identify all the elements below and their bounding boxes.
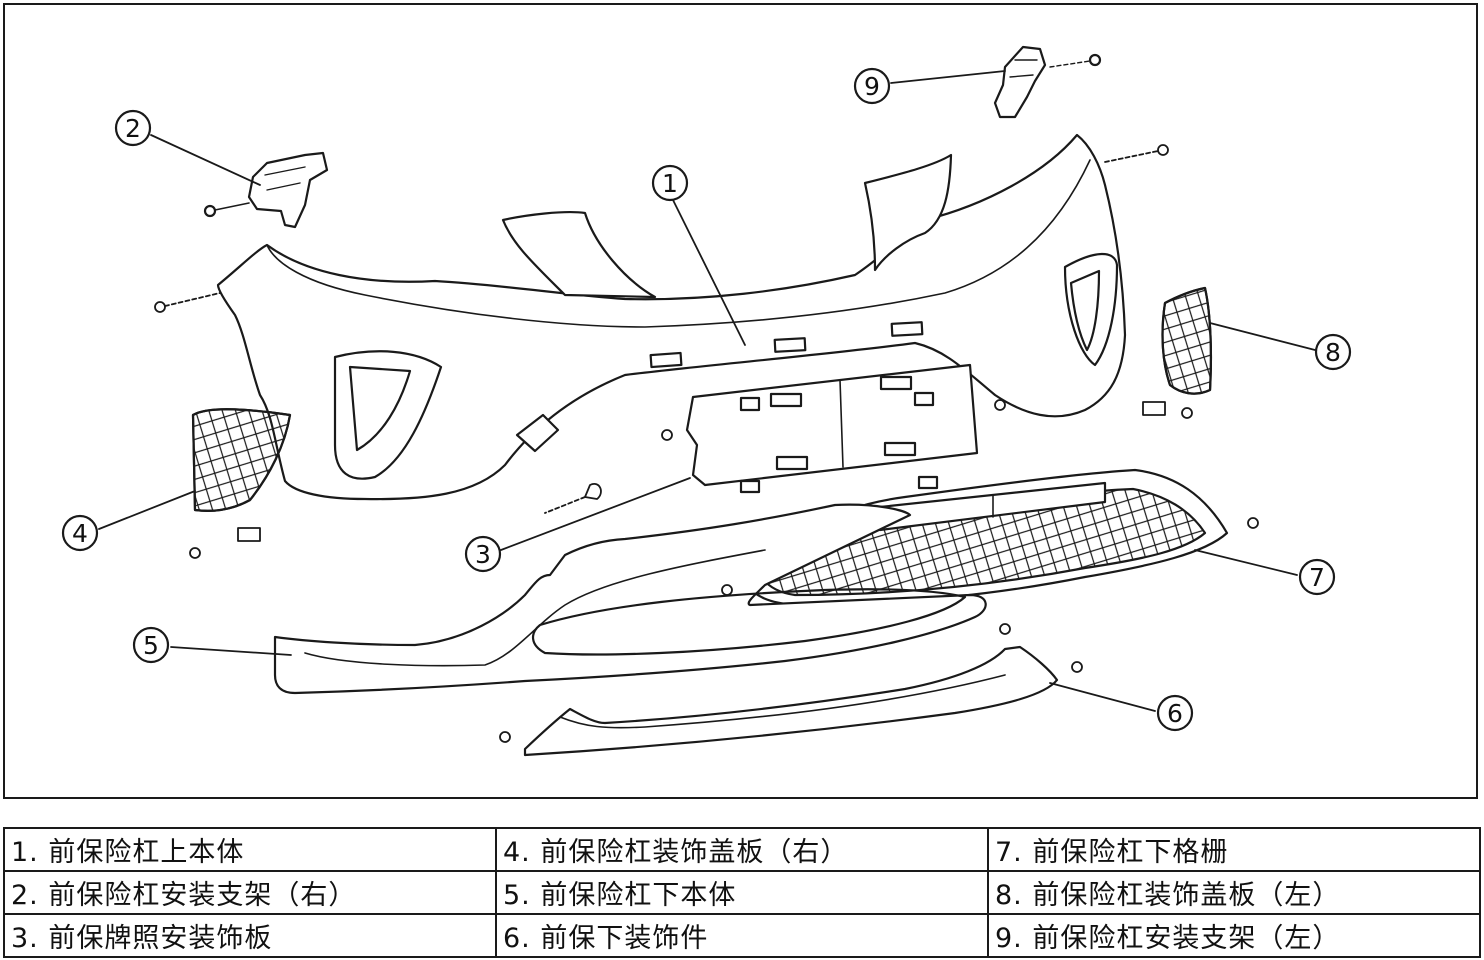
callout-4: 4 [61, 514, 99, 552]
legend-item-9: 9. 前保险杠安装支架（左） [987, 913, 1481, 958]
legend-item-8: 8. 前保险杠装饰盖板（左） [987, 870, 1481, 915]
parts-legend-table: 1. 前保险杠上本体 4. 前保险杠装饰盖板（右） 7. 前保险杠下格栅 2. … [3, 827, 1481, 958]
legend-item-1: 1. 前保险杠上本体 [3, 827, 497, 872]
leader-lines [98, 70, 1316, 712]
callout-9: 9 [853, 67, 891, 105]
legend-item-4: 4. 前保险杠装饰盖板（右） [495, 827, 989, 872]
legend-item-3: 3. 前保牌照安装饰板 [3, 913, 497, 958]
license-plate-trim [685, 363, 979, 494]
svg-text:3: 3 [475, 540, 491, 569]
left-decorative-cover [1161, 286, 1213, 395]
callout-7: 7 [1298, 558, 1336, 596]
callout-1: 1 [651, 164, 689, 202]
svg-text:7: 7 [1309, 563, 1325, 592]
callout-8: 8 [1314, 333, 1352, 371]
legend-item-2: 2. 前保险杠安装支架（右） [3, 870, 497, 915]
fasteners [154, 144, 1259, 743]
callout-6: 6 [1156, 694, 1194, 732]
callout-5: 5 [132, 626, 170, 664]
right-mounting-bracket [203, 151, 329, 229]
callout-3: 3 [464, 535, 502, 573]
exploded-diagram: 1 2 3 4 5 6 7 8 [61, 45, 1352, 757]
lower-bumper-body [273, 503, 987, 695]
legend-item-7: 7. 前保险杠下格栅 [987, 827, 1481, 872]
svg-text:5: 5 [143, 631, 159, 660]
svg-text:8: 8 [1325, 338, 1341, 367]
exploded-diagram-frame: 1 2 3 4 5 6 7 8 [3, 3, 1478, 799]
upper-bumper-body [216, 133, 1127, 501]
callouts: 1 2 3 4 5 6 7 8 [61, 67, 1352, 732]
svg-text:4: 4 [72, 519, 88, 548]
legend-row: 1. 前保险杠上本体 4. 前保险杠装饰盖板（右） 7. 前保险杠下格栅 [3, 827, 1481, 872]
legend-item-5: 5. 前保险杠下本体 [495, 870, 989, 915]
legend-row: 3. 前保牌照安装饰板 6. 前保下装饰件 9. 前保险杠安装支架（左） [3, 913, 1481, 958]
svg-text:2: 2 [125, 114, 141, 143]
svg-text:9: 9 [864, 72, 880, 101]
lower-trim-piece [523, 645, 1059, 757]
svg-text:1: 1 [662, 169, 678, 198]
left-mounting-bracket [993, 45, 1102, 119]
legend-item-6: 6. 前保下装饰件 [495, 913, 989, 958]
svg-text:6: 6 [1167, 699, 1183, 728]
callout-2: 2 [114, 109, 152, 147]
legend-row: 2. 前保险杠安装支架（右） 5. 前保险杠下本体 8. 前保险杠装饰盖板（左） [3, 870, 1481, 915]
right-decorative-cover [191, 408, 292, 512]
